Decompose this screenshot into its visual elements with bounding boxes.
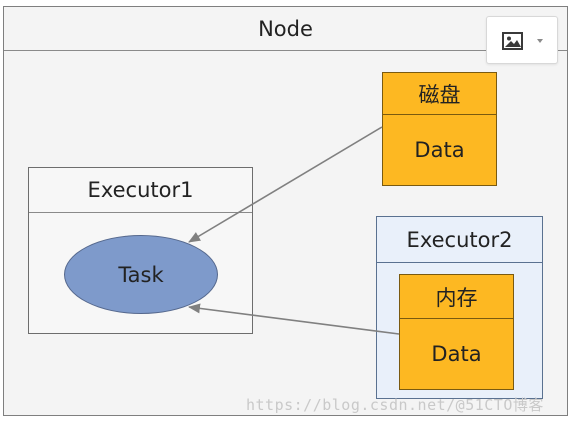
disk-box: 磁盘 Data — [382, 72, 497, 186]
task-ellipse: Task — [64, 235, 218, 314]
disk-data-label: Data — [414, 138, 465, 162]
node-title: Node — [4, 7, 567, 51]
executor1-title: Executor1 — [87, 178, 194, 202]
image-icon — [502, 32, 523, 50]
task-label: Task — [118, 262, 164, 287]
image-menu-button[interactable] — [486, 16, 558, 64]
chevron-down-icon — [537, 39, 543, 43]
watermark: https://blog.csdn.net/@51CTO博客 — [246, 396, 544, 414]
disk-data: Data — [383, 115, 496, 185]
memory-title: 内存 — [435, 285, 478, 310]
memory-data: Data — [400, 319, 513, 389]
disk-title: 磁盘 — [418, 82, 461, 107]
memory-box: 内存 Data — [399, 274, 514, 390]
memory-header: 内存 — [400, 275, 513, 319]
disk-header: 磁盘 — [383, 73, 496, 115]
image-menu-graphic — [502, 32, 543, 50]
executor2-title: Executor2 — [406, 227, 513, 252]
memory-data-label: Data — [431, 342, 482, 366]
executor1-header: Executor1 — [29, 168, 252, 213]
executor2-header: Executor2 — [377, 217, 542, 263]
node-title-label: Node — [258, 16, 313, 41]
